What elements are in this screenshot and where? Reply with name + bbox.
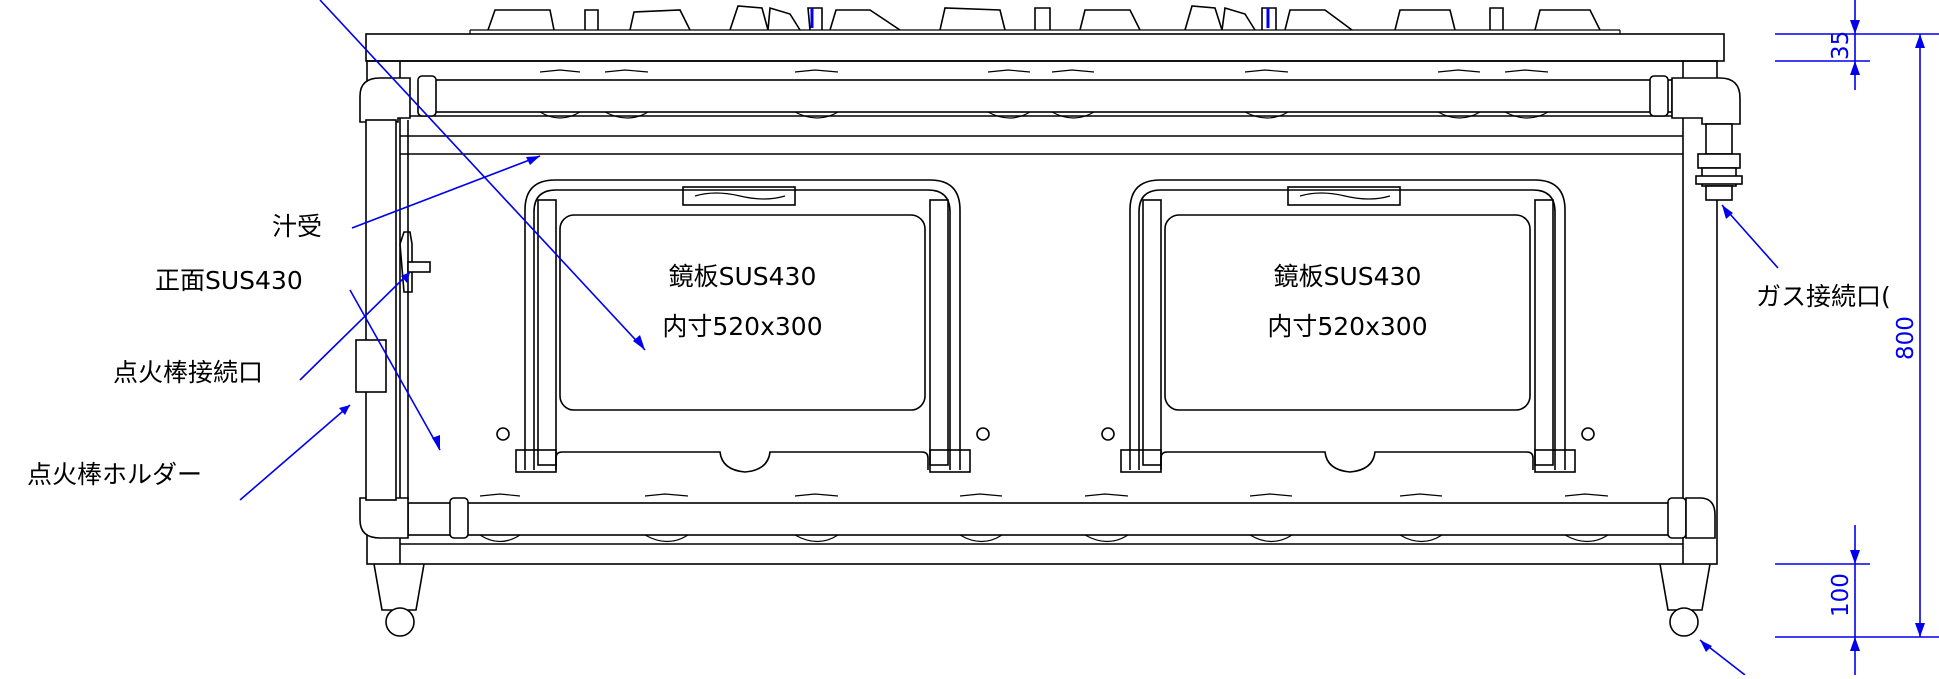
top-plate bbox=[365, 33, 1725, 62]
gas-fitting bbox=[1695, 123, 1743, 201]
panel-left-material: 鏡板SUS430 bbox=[668, 262, 817, 291]
leader-lines bbox=[239, 0, 1779, 676]
label-ignition-holder: 点火棒ホルダー bbox=[27, 460, 203, 489]
label-shiruuke: 汁受 bbox=[272, 212, 323, 241]
dimension-35: 35 bbox=[1828, 30, 1854, 60]
label-gas-port: ガス接続口( bbox=[1756, 282, 1891, 311]
dimension-800: 800 bbox=[1893, 316, 1919, 360]
mirror-panel-left bbox=[496, 179, 990, 473]
panel-right-size: 内寸520x300 bbox=[1267, 312, 1428, 341]
lower-pipe bbox=[359, 497, 1716, 539]
upper-valves bbox=[539, 69, 1549, 119]
label-ignition-port: 点火棒接続口 bbox=[113, 358, 264, 387]
upper-pipe bbox=[359, 75, 1741, 125]
legs bbox=[373, 563, 1711, 637]
panel-right-material: 鏡板SUS430 bbox=[1273, 262, 1422, 291]
lower-valves bbox=[479, 493, 1609, 543]
panel-left-size: 内寸520x300 bbox=[662, 312, 823, 341]
top-grates bbox=[487, 5, 1601, 31]
mirror-panel-right bbox=[1101, 179, 1595, 473]
label-front-sus430: 正面SUS430 bbox=[155, 266, 303, 295]
dimension-100: 100 bbox=[1828, 573, 1854, 617]
